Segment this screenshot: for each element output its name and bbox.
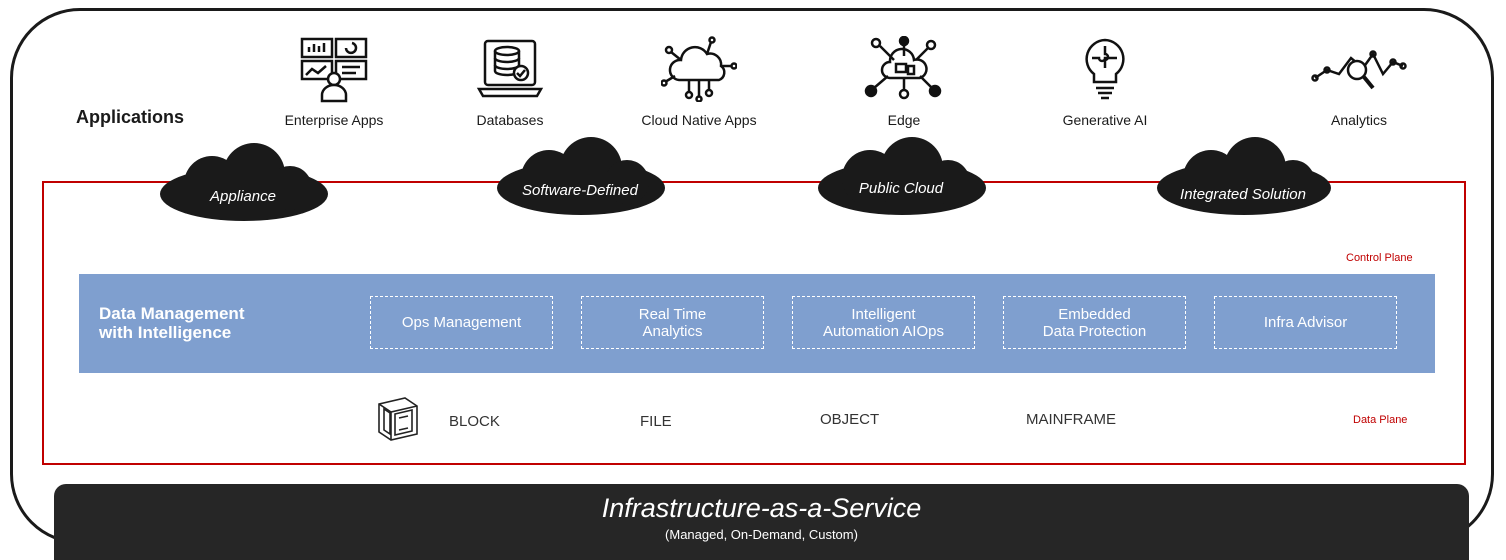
deployment-label: Appliance	[210, 188, 276, 205]
storage-cube-icon	[375, 394, 421, 447]
app-analytics: Analytics	[1279, 34, 1439, 128]
deployment-label: Integrated Solution	[1180, 186, 1306, 203]
storage-file: FILE	[640, 413, 672, 430]
database-laptop-icon	[430, 34, 590, 104]
app-label: Enterprise Apps	[284, 112, 384, 128]
app-label: Databases	[476, 112, 544, 128]
deployment-label: Software-Defined	[522, 182, 638, 199]
app-generative-ai: Generative AI	[1025, 34, 1185, 128]
app-label: Edge	[887, 112, 921, 128]
capability-line: Infra Advisor	[1263, 314, 1348, 331]
capability-line: Real Time	[638, 305, 707, 323]
capability-line: Ops Management	[401, 314, 522, 331]
capability-line: Embedded	[1058, 305, 1131, 323]
lightbulb-puzzle-icon	[1025, 34, 1185, 104]
capability-line: Automation AIOps	[823, 322, 944, 340]
app-edge: Edge	[824, 34, 984, 128]
app-cloud-native-apps: Cloud Native Apps	[619, 34, 779, 128]
iaas-title: Infrastructure-as-a-Service	[601, 493, 922, 523]
capability-line: Data Protection	[1042, 322, 1147, 340]
iaas-bar: Infrastructure-as-a-Service (Managed, On…	[54, 484, 1469, 560]
data-management-title: Data Management with Intelligence	[99, 304, 244, 342]
storage-block: BLOCK	[449, 413, 500, 430]
capability-line: Analytics	[642, 322, 703, 340]
title-line: with Intelligence	[99, 323, 232, 342]
app-label: Cloud Native Apps	[641, 112, 757, 128]
app-databases: Databases	[430, 34, 590, 128]
dashboard-monitor-icon	[254, 34, 414, 104]
applications-heading: Applications	[76, 107, 185, 127]
app-label: Analytics	[1330, 112, 1388, 128]
cloud-public-cloud: Public Cloud	[808, 134, 994, 220]
app-label: Generative AI	[1062, 112, 1148, 128]
storage-object: OBJECT	[820, 411, 880, 428]
control-plane-box	[42, 181, 1466, 465]
cloud-integrated-solution: Integrated Solution	[1147, 134, 1339, 220]
control-plane-label: Control Plane	[1346, 252, 1413, 264]
data-plane-label: Data Plane	[1353, 414, 1408, 426]
capability-line: Intelligent	[851, 305, 916, 323]
cloud-software-defined: Software-Defined	[487, 134, 673, 220]
edge-network-icon	[824, 34, 984, 104]
app-enterprise-apps: Enterprise Apps	[254, 34, 414, 128]
data-management-band: Data Management with Intelligence Ops Ma…	[79, 274, 1435, 373]
analytics-magnifier-icon	[1279, 34, 1439, 104]
cloud-appliance: Appliance	[150, 140, 336, 226]
cloud-network-icon	[619, 34, 779, 104]
title-line: Data Management	[99, 304, 245, 323]
capability-infra-advisor: Infra Advisor	[1214, 296, 1397, 349]
capability-ops-management: Ops Management	[370, 296, 553, 349]
iaas-subtitle: (Managed, On-Demand, Custom)	[665, 527, 858, 542]
deployment-label: Public Cloud	[858, 180, 944, 197]
storage-mainframe: MAINFRAME	[1026, 411, 1116, 428]
